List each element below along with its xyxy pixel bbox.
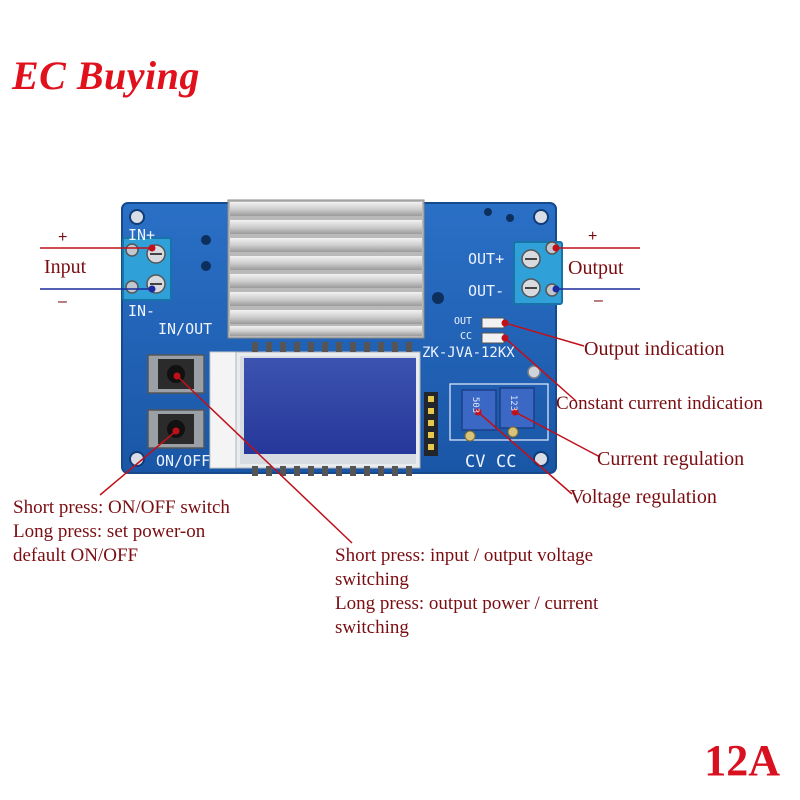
- silk-out-minus: OUT-: [468, 282, 505, 300]
- output-plus-sign: +: [588, 228, 598, 245]
- silk-in-minus: IN-: [128, 302, 156, 320]
- output-minus-sign: –: [594, 292, 603, 309]
- led-out: [481, 317, 505, 329]
- lcd-display: [209, 342, 421, 476]
- on-off-line-2: Long press: set power-on: [13, 521, 206, 542]
- in-out-line-4: switching: [335, 617, 409, 638]
- on-off-line-3: default ON/OFF: [13, 545, 139, 566]
- led-cc: [481, 332, 505, 344]
- silk-cv: CV: [465, 452, 486, 472]
- output-indication-label: Output indication: [584, 338, 725, 360]
- on-off-button-annotation: Short press: ON/OFF switch Long press: s…: [13, 496, 313, 568]
- silk-in-out: IN/OUT: [158, 320, 213, 338]
- in-out-line-2: switching: [335, 569, 409, 590]
- brand-logo: EC Buying: [12, 53, 200, 98]
- current-potentiometer: [499, 387, 535, 438]
- on-off-line-1: Short press: ON/OFF switch: [13, 497, 230, 518]
- current-rating-label: 12A: [704, 736, 780, 785]
- input-minus-sign: –: [58, 293, 67, 310]
- silk-in-plus: IN+: [128, 226, 156, 244]
- output-terminal-block: [513, 241, 563, 305]
- silk-pot-cv: 503: [470, 396, 481, 414]
- mount-hole: [533, 451, 549, 467]
- silk-model: ZK-JVA-12KX: [422, 345, 515, 361]
- current-regulation-label: Current regulation: [597, 448, 745, 470]
- mount-hole: [533, 209, 549, 225]
- silk-out-plus: OUT+: [468, 250, 505, 268]
- in-out-line-1: Short press: input / output voltage: [335, 545, 594, 566]
- output-label: Output: [568, 257, 624, 279]
- silk-pot-cc: 123: [508, 394, 519, 412]
- mount-hole: [129, 451, 145, 467]
- silk-led-out: OUT: [454, 316, 473, 327]
- heatsink: [227, 199, 425, 339]
- callout-lines: [40, 247, 640, 544]
- input-label: Input: [44, 256, 87, 278]
- silk-on-off: ON/OFF: [156, 452, 211, 470]
- input-plus-sign: +: [58, 229, 68, 246]
- silk-cc: CC: [496, 452, 517, 472]
- mount-hole: [129, 209, 145, 225]
- constant-current-indication-label: Constant current indication: [556, 393, 763, 414]
- header-pins: [424, 392, 438, 456]
- in-out-line-3: Long press: output power / current: [335, 593, 599, 614]
- voltage-regulation-label: Voltage regulation: [570, 486, 717, 508]
- in-out-button-annotation: Short press: input / output voltage swit…: [335, 544, 755, 640]
- silk-led-cc: CC: [460, 331, 473, 342]
